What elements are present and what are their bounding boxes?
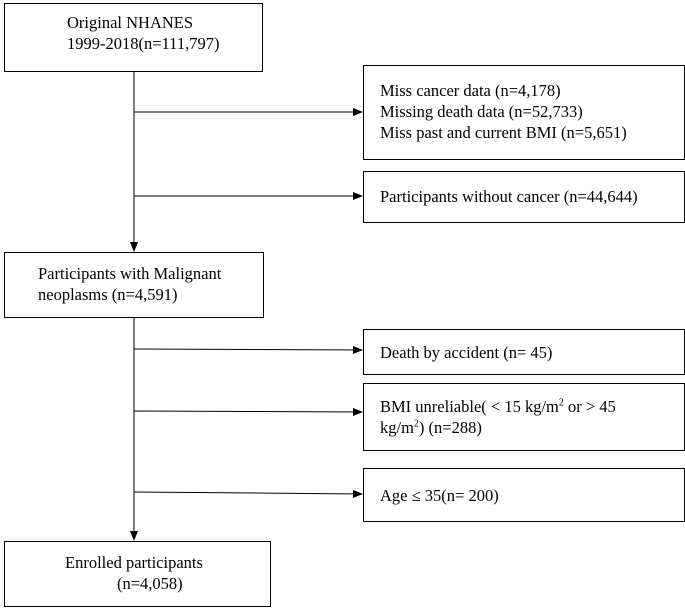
exclusion-bmi-line1: BMI unreliable( < 15 kg/m2 or > 45 xyxy=(380,396,684,417)
arrow-to-exclusion-3 xyxy=(133,345,363,354)
arrow-to-exclusion-5 xyxy=(133,489,363,498)
exclusion-missing-death: Missing death data (n=52,733) xyxy=(380,102,583,121)
bmi-text-1: BMI unreliable( < 15 kg/m xyxy=(380,397,559,416)
exclusion-missing-data-box: Miss cancer data (n=4,178) Missing death… xyxy=(363,65,685,160)
enrolled-count: (n=4,058) xyxy=(117,574,183,593)
original-cohort-title: Original NHANES xyxy=(67,13,194,32)
exclusion-no-cancer-box: Participants without cancer (n=44,644) xyxy=(363,171,685,223)
exclusion-age-box: Age ≤ 35(n= 200) xyxy=(363,468,685,522)
original-cohort-count: 1999-2018(n=111,797) xyxy=(67,34,220,53)
bmi-text-3: kg/m xyxy=(380,418,414,437)
exclusion-accident: Death by accident (n= 45) xyxy=(380,343,553,362)
exclusion-missing-bmi: Miss past and current BMI (n=5,651) xyxy=(380,123,627,142)
bmi-text-4: ) (n=288) xyxy=(418,418,482,437)
exclusion-age: Age ≤ 35(n= 200) xyxy=(380,486,499,505)
bmi-superscript-1: 2 xyxy=(558,397,564,409)
exclusion-accident-box: Death by accident (n= 45) xyxy=(363,329,685,375)
exclusion-bmi-unreliable-box: BMI unreliable( < 15 kg/m2 or > 45 kg/m2… xyxy=(363,383,685,451)
enrolled-title: Enrolled participants xyxy=(65,553,203,572)
enrolled-participants-box: Enrolled participants (n=4,058) xyxy=(4,541,271,607)
arrow-to-exclusion-4 xyxy=(133,407,363,416)
malignant-neoplasms-box: Participants with Malignant neoplasms (n… xyxy=(4,252,264,318)
original-cohort-box: Original NHANES 1999-2018(n=111,797) xyxy=(4,3,263,72)
malignant-count: neoplasms (n=4,591) xyxy=(38,285,178,304)
bmi-text-2: or > 45 xyxy=(563,397,616,416)
malignant-title: Participants with Malignant xyxy=(38,264,222,283)
bmi-superscript-2: 2 xyxy=(413,418,419,430)
exclusion-bmi-line2: kg/m2) (n=288) xyxy=(380,417,684,438)
exclusion-missing-cancer: Miss cancer data (n=4,178) xyxy=(380,81,561,100)
exclusion-no-cancer: Participants without cancer (n=44,644) xyxy=(380,187,638,206)
